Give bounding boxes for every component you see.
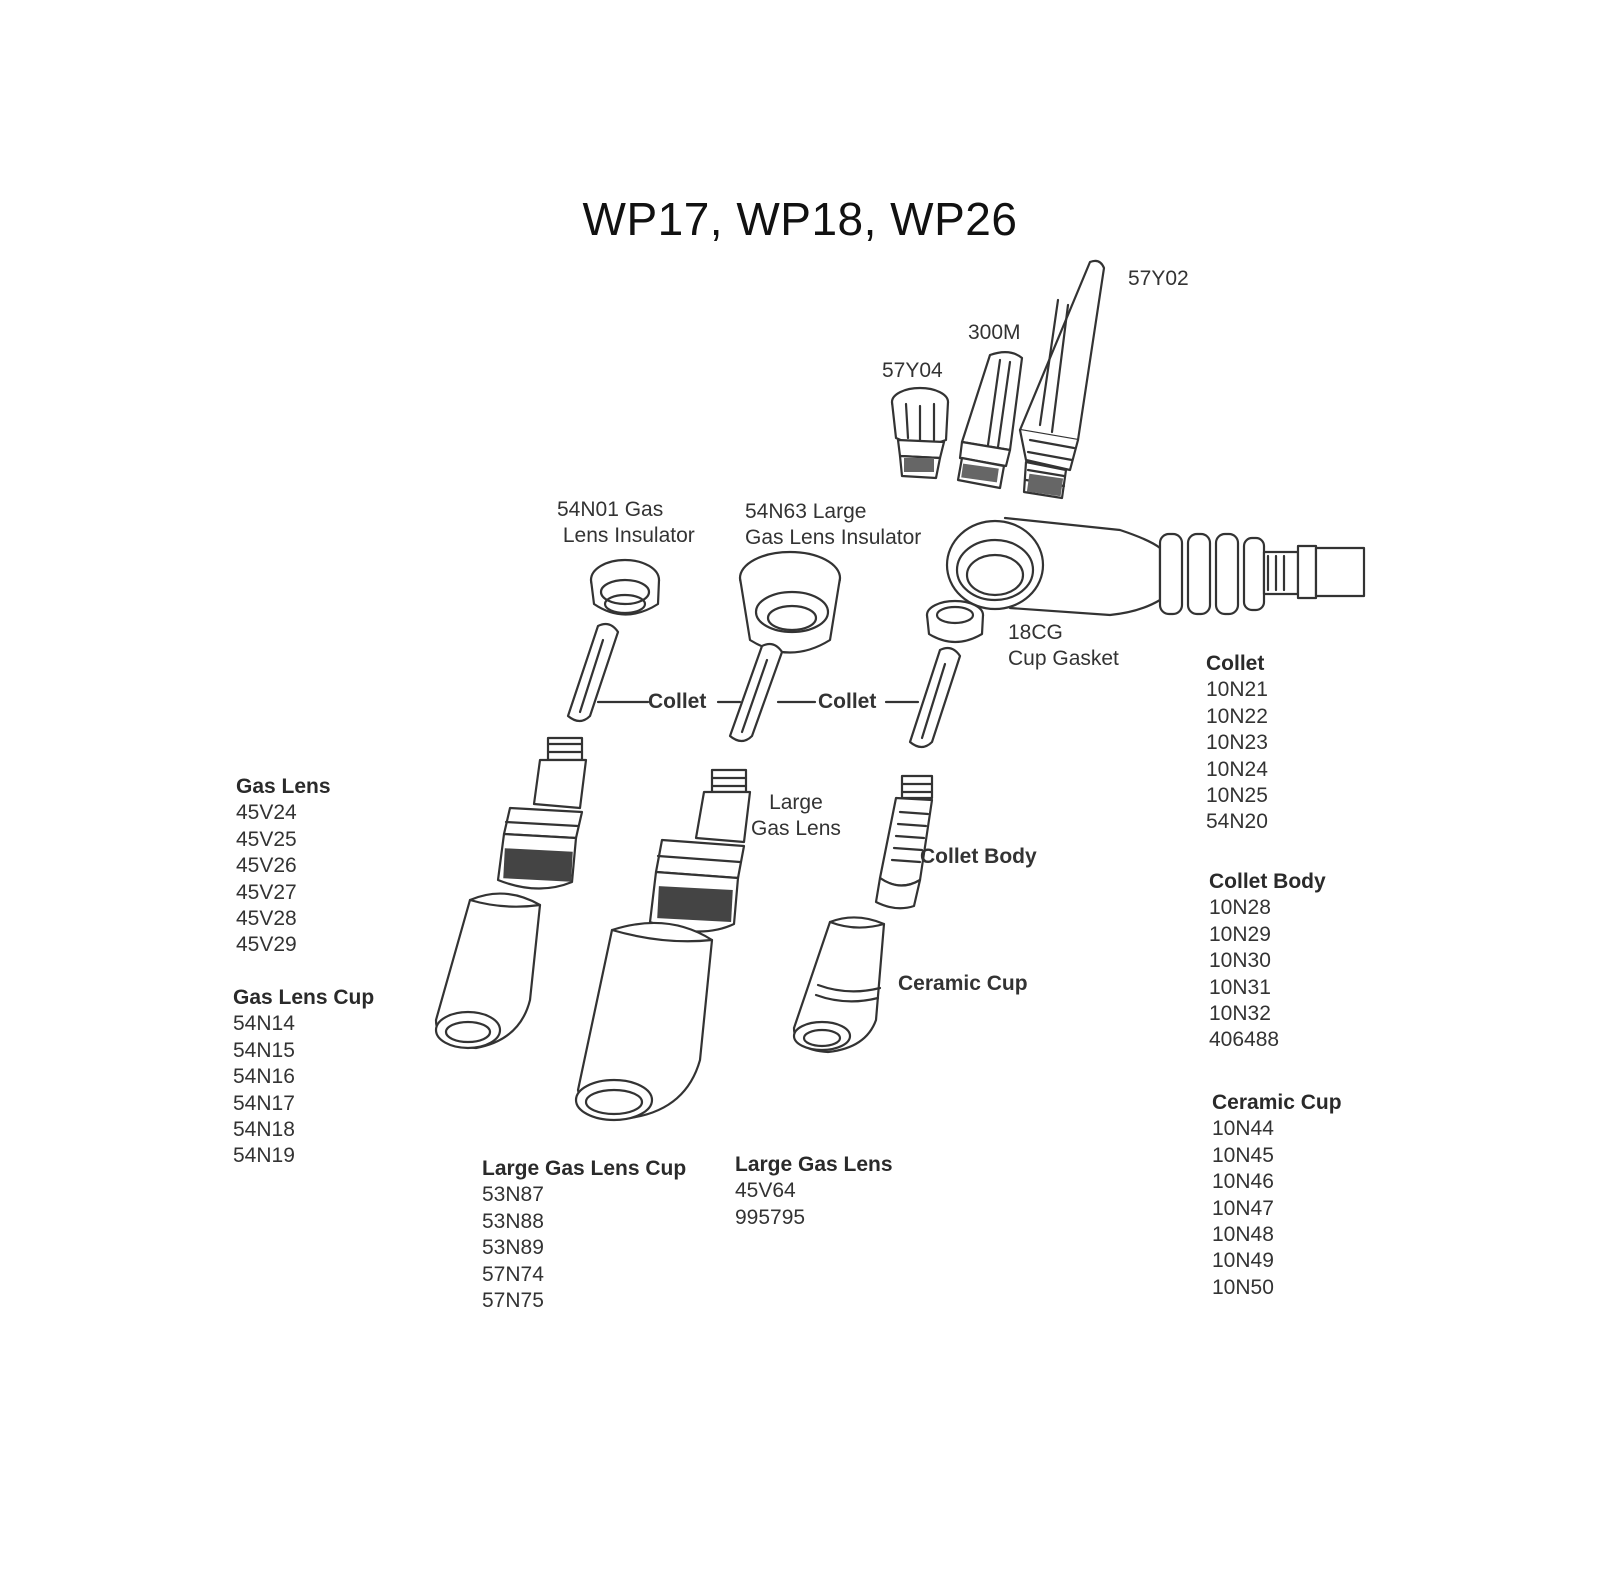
part-number: 45V27 [236,880,297,904]
part-number: 53N87 [482,1183,544,1207]
part-number: 57N74 [482,1262,544,1286]
part-number: 45V28 [236,907,297,931]
part-number: 54N19 [233,1144,295,1168]
parts-list-heading: Ceramic Cup [1212,1091,1342,1114]
part-number: 10N48 [1212,1223,1274,1247]
part-number: 10N21 [1206,678,1268,702]
part-number: 45V26 [236,854,297,878]
part-number: 57N75 [482,1289,544,1313]
label-cup-gasket: 18CG Cup Gasket [1008,621,1119,670]
gas-lens-left [496,736,588,890]
label-57y02: 57Y02 [1128,267,1189,290]
parts-list-heading: Collet Body [1209,870,1326,893]
collet-middle [728,642,784,743]
part-number: 10N31 [1209,975,1271,999]
parts-list-collet-body: Collet Body 10N28 10N29 10N30 10N31 10N3… [1209,869,1326,1054]
part-number: 45V24 [236,801,297,825]
part-number: 45V29 [236,933,297,957]
ceramic-cup-right [792,916,886,1054]
parts-list-heading: Large Gas Lens Cup [482,1157,687,1180]
label-57y04: 57Y04 [882,359,943,382]
part-number: 995795 [735,1205,806,1229]
part-number: 406488 [1209,1028,1280,1052]
label-large-gas-lens: Large Gas Lens [751,791,841,840]
parts-list-heading: Collet [1206,652,1265,675]
part-number: 54N17 [233,1091,295,1115]
part-number: 10N44 [1212,1117,1274,1141]
part-number: 10N25 [1206,784,1268,808]
gas-lens-cup-left [434,892,542,1050]
torch-head [945,516,1366,617]
collet-left [566,622,620,723]
part-number: 10N50 [1212,1275,1274,1299]
part-number: 10N28 [1209,896,1271,920]
part-number: 10N24 [1206,757,1268,781]
large-gas-lens-middle [648,768,752,933]
parts-list-collet: Collet 10N21 10N22 10N23 10N24 10N25 54N… [1206,651,1268,836]
label-ceramic-cup: Ceramic Cup [898,972,1028,995]
label-large-gas-lens-insulator: 54N63 Large Gas Lens Insulator [745,500,922,549]
part-number: 10N46 [1212,1170,1274,1194]
parts-list-heading: Gas Lens [236,775,331,798]
parts-list-heading: Gas Lens Cup [233,986,375,1009]
part-number: 54N18 [233,1118,295,1142]
gas-lens-insulator-54n01 [589,558,661,616]
part-number: 10N22 [1206,704,1268,728]
part-number: 10N47 [1212,1196,1274,1220]
part-number: 54N20 [1206,810,1268,834]
part-number: 54N14 [233,1012,295,1036]
part-number: 10N49 [1212,1249,1274,1273]
back-cap-long-57y02 [1018,259,1106,500]
label-gas-lens-insulator: 54N01 Gas Lens Insulator [557,498,695,547]
cup-gasket-18cg [925,599,985,644]
label-collet-2: Collet [818,690,877,713]
large-gas-lens-insulator-54n63 [738,550,842,654]
part-number: 54N15 [233,1038,295,1062]
part-number: 45V25 [236,827,297,851]
handle-ribs [1158,532,1266,616]
part-number: 54N16 [233,1065,295,1089]
label-300m: 300M [968,321,1021,344]
diagram-title: WP17, WP18, WP26 [582,193,1018,245]
parts-list-gas-lens-cup: Gas Lens Cup 54N14 54N15 54N16 54N17 54N… [233,985,374,1170]
part-number: 10N32 [1209,1002,1271,1026]
part-number: 10N23 [1206,731,1268,755]
parts-list-large-gas-lens: Large Gas Lens 45V64 995795 [735,1152,893,1231]
label-collet-1: Collet [648,690,707,713]
parts-list-large-gas-lens-cup: Large Gas Lens Cup 53N87 53N88 53N89 57N… [482,1156,686,1314]
collet-body-right [874,774,934,910]
part-number: 10N45 [1212,1143,1274,1167]
part-number: 10N29 [1209,922,1271,946]
collet-right [908,646,962,749]
parts-list-gas-lens: Gas Lens 45V24 45V25 45V26 45V27 45V28 4… [236,774,331,959]
label-collet-body: Collet Body [920,845,1037,868]
large-gas-lens-cup-middle [574,921,714,1122]
back-cap-short-57y04 [890,386,950,480]
back-cap-medium-300m [956,351,1024,490]
parts-list-ceramic-cup: Ceramic Cup 10N44 10N45 10N46 10N47 10N4… [1212,1090,1342,1301]
part-number: 10N30 [1209,949,1271,973]
parts-list-heading: Large Gas Lens [735,1153,893,1176]
part-number: 53N89 [482,1236,544,1260]
part-number: 53N88 [482,1209,544,1233]
part-number: 45V64 [735,1179,796,1203]
